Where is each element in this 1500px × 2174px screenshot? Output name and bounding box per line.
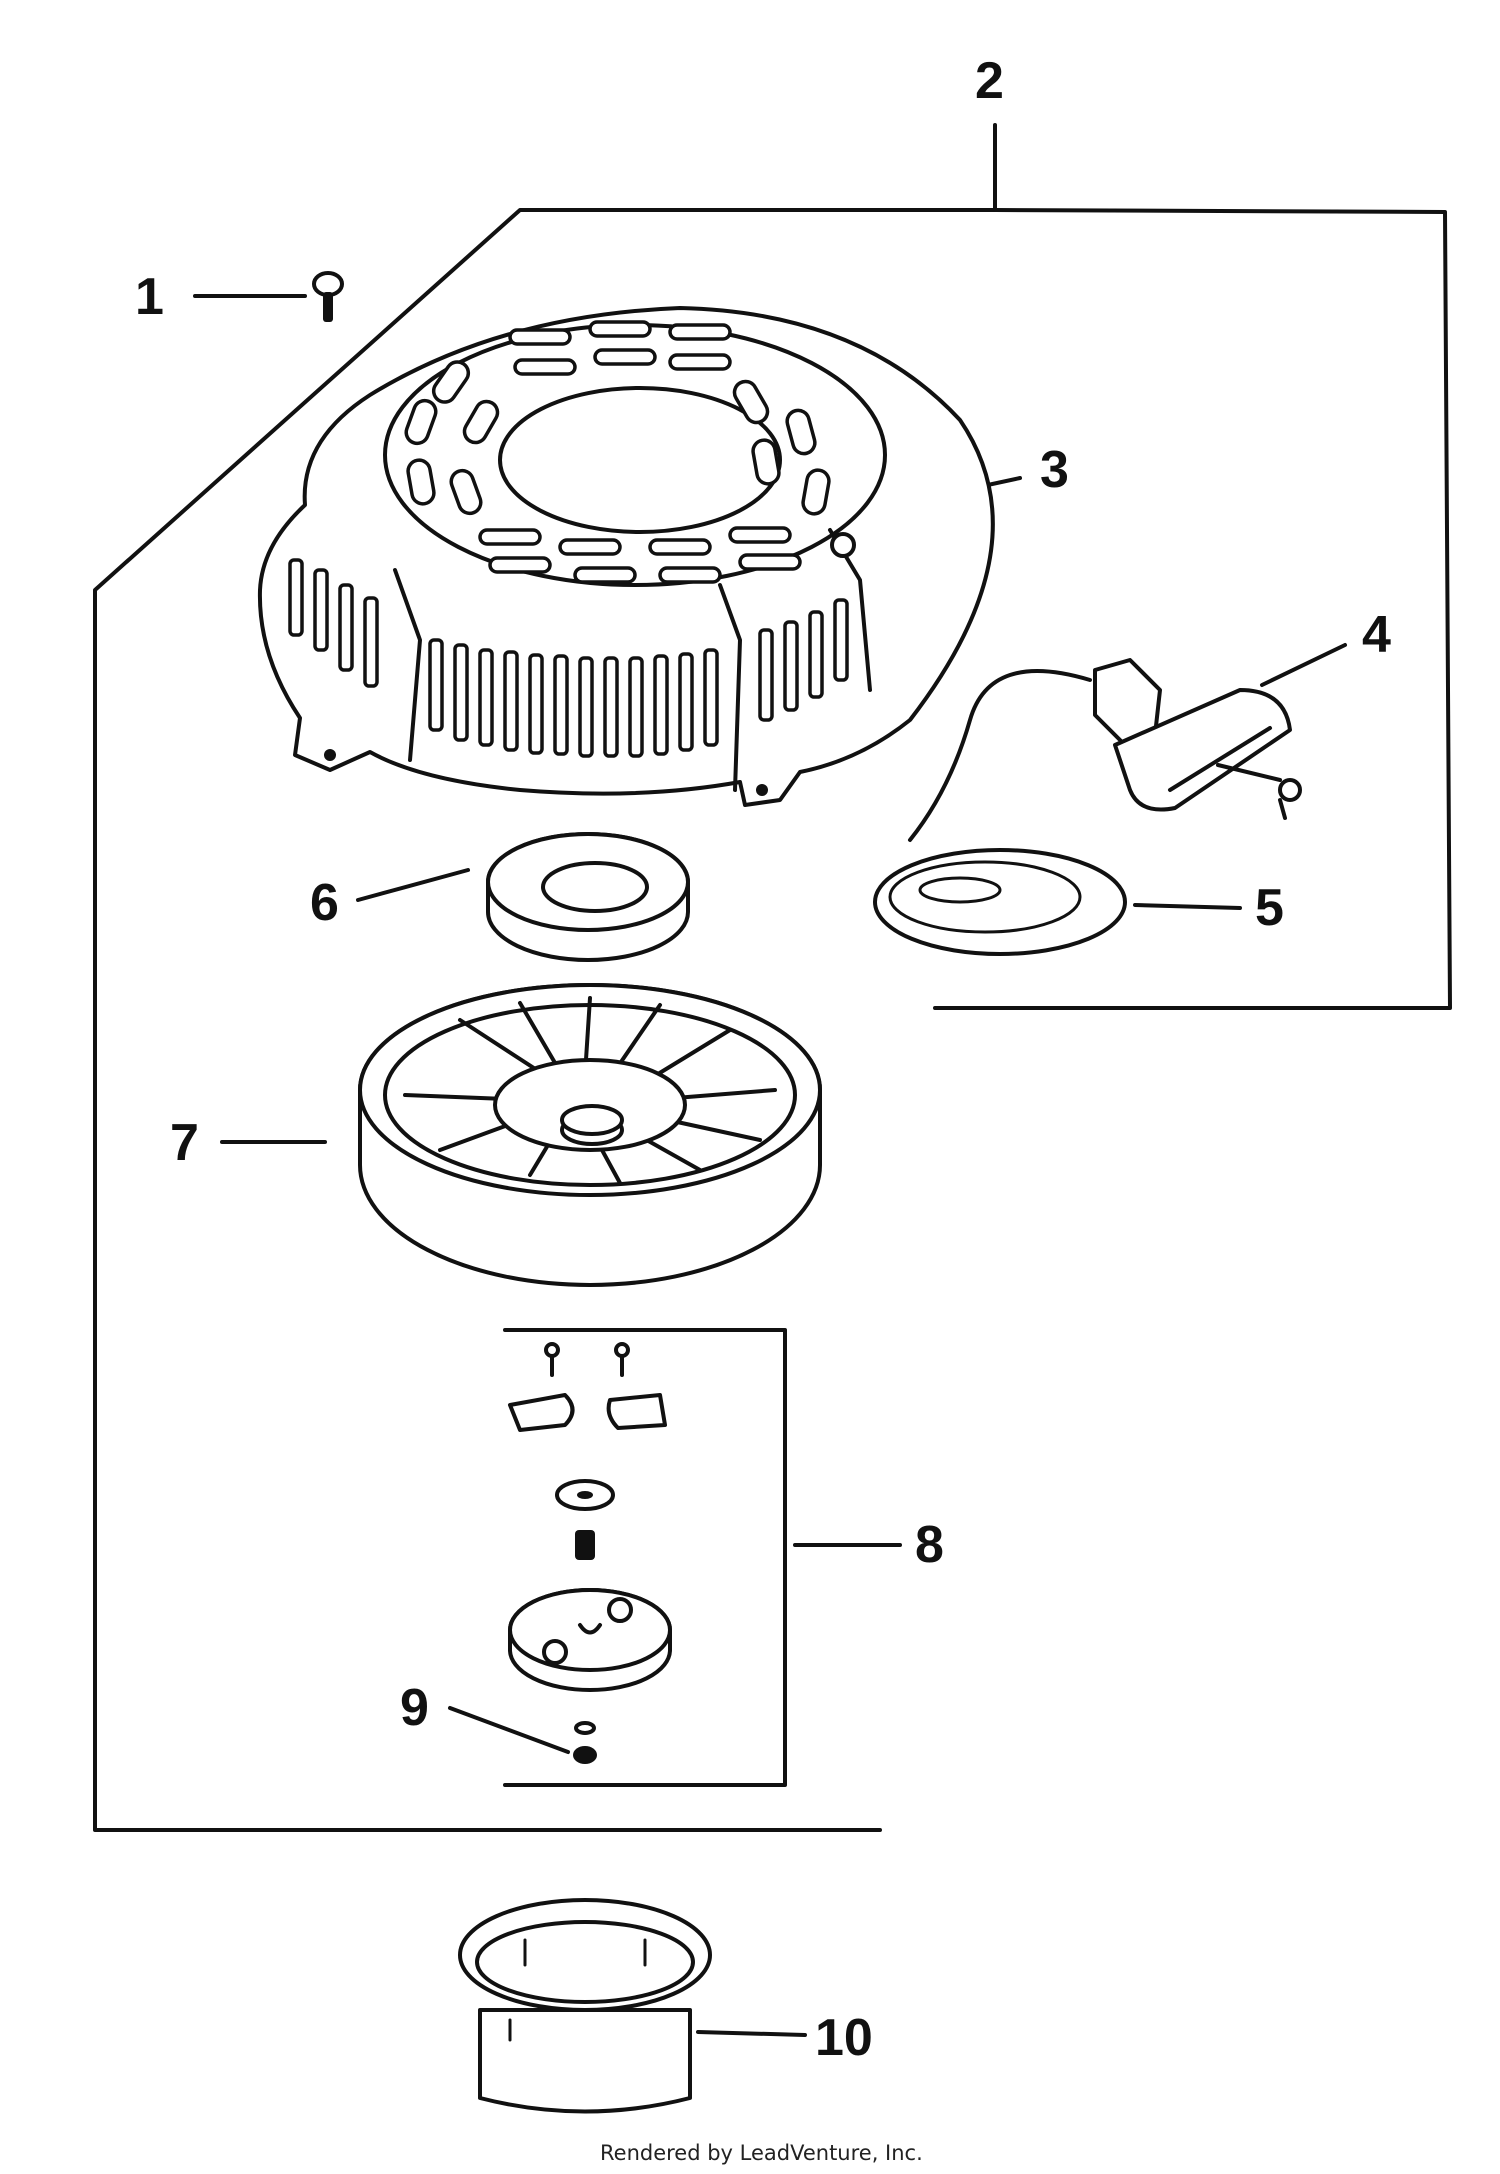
starter-rope-part-5 — [873, 848, 1127, 956]
assembly-8-bracket — [503, 1328, 787, 1787]
screw-part-9 — [573, 1721, 597, 1764]
callout-9: 9 — [400, 1679, 429, 1737]
callout-2: 2 — [975, 52, 1004, 110]
cup-part-10 — [458, 1898, 712, 2114]
starter-handle-part-4 — [908, 658, 1302, 842]
screw-part-1 — [312, 271, 344, 322]
pawl-kit-part-8 — [508, 1342, 672, 1692]
assembly-2-bracket — [93, 123, 1452, 1832]
callout-1: 1 — [135, 268, 164, 326]
starter-housing-part-3 — [257, 306, 995, 807]
washer-part-6 — [486, 832, 690, 962]
callout-10: 10 — [815, 2009, 873, 2067]
callout-7: 7 — [170, 1114, 199, 1172]
callout-3: 3 — [1040, 441, 1069, 499]
callout-6: 6 — [310, 874, 339, 932]
pawl-screw-left — [544, 1342, 560, 1377]
footer-credit: Rendered by LeadVenture, Inc. — [600, 2141, 923, 2165]
callout-8: 8 — [915, 1516, 944, 1574]
callout-5: 5 — [1255, 879, 1284, 937]
pawl-screw-right — [614, 1342, 630, 1377]
callout-4: 4 — [1362, 606, 1391, 664]
pulley-part-7 — [358, 983, 822, 1287]
